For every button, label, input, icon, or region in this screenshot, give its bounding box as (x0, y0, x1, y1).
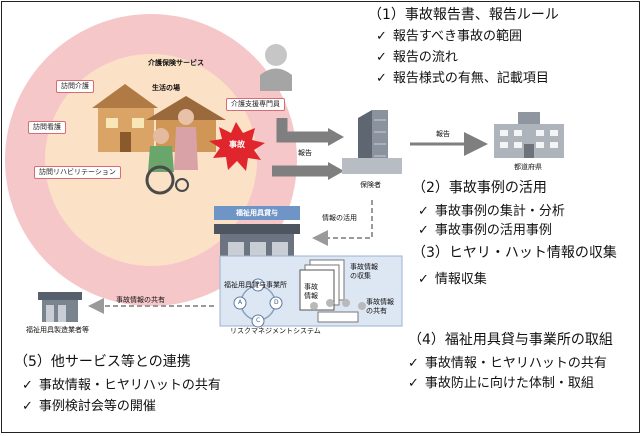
section-1-title: （1）事故報告書、報告ルール (368, 7, 559, 23)
pdca-a: A (238, 299, 243, 306)
section-1-item: ✓報告すべき事故の範囲 (376, 29, 522, 44)
manufacturer-icon (38, 292, 82, 322)
rental-office-label: 福祉用具貸与事業所 (224, 281, 287, 289)
section-4-item: ✓事故情報・ヒヤリハットの共有 (408, 356, 607, 371)
report-label-right: 報告 (436, 130, 450, 138)
section-4-item: ✓事故防止に向けた体制・取組 (408, 376, 594, 391)
care-manager-label: 介護支援専門員 (226, 98, 285, 111)
wheelchair-caregiver-icon (145, 109, 198, 195)
accident-burst-icon (209, 122, 265, 171)
insurer-label: 保険者 (360, 181, 381, 189)
section-2-item: ✓事故事例の活用事例 (418, 223, 552, 238)
care-manager-icon (260, 44, 292, 91)
manufacturer-label: 福祉用具製造業者等 (26, 326, 89, 334)
accident-label: 事故 (229, 140, 245, 149)
tag-home-care: 訪問介護 (56, 80, 94, 93)
section-4-title: （4）福祉用具貸与事業所の取組 (408, 332, 613, 348)
tag-home-nursing: 訪問看護 (28, 121, 66, 134)
section-2-title: （2）事故事例の活用 (412, 180, 547, 196)
doc-label: 事故 情報 (304, 283, 318, 301)
section-5-item: ✓事例検討会等の開催 (22, 399, 156, 414)
care-service-label: 介護保険サービス (148, 59, 204, 67)
prefecture-building-icon (494, 112, 564, 158)
section-5-title: （5）他サービス等との連携 (14, 354, 191, 370)
report-arrow-from-manager (276, 118, 328, 143)
documents-icon (299, 259, 345, 311)
report-label-left: 報告 (298, 149, 312, 157)
share-info-label: 事故情報 の共有 (366, 298, 394, 316)
tag-home-rehab: 訪問リハビリテーション (34, 166, 121, 179)
section-1-item: ✓報告の流れ (376, 50, 458, 65)
section-2-item: ✓事故事例の集計・分析 (418, 204, 565, 219)
living-place-label: 生活の場 (152, 84, 180, 92)
section-5-item: ✓事故情報・ヒヤリハットの共有 (22, 378, 221, 393)
section-3-item: ✓情報収集 (418, 272, 487, 287)
info-use-arrow (312, 200, 373, 246)
meeting-icon (310, 299, 366, 323)
prefecture-label: 都道府県 (514, 163, 542, 171)
risk-system-label: リスクマネジメントシステム (230, 327, 321, 335)
share-label: 事故情報の共有 (116, 296, 165, 304)
pdca-p: P (256, 281, 260, 288)
pdca-d: D (274, 299, 279, 306)
info-use-label: 情報の活用 (322, 214, 357, 222)
insurer-building-icon (342, 110, 402, 174)
section-3-title: （3）ヒヤリ・ハット情報の収集 (412, 245, 617, 261)
collect-label: 事故情報 の収集 (350, 263, 378, 281)
pdca-c: C (256, 317, 261, 324)
section-1-item: ✓報告様式の有無、記載項目 (376, 71, 549, 86)
rental-banner: 福祉用具貸与 (214, 206, 300, 220)
pdca-cycle (233, 278, 283, 328)
